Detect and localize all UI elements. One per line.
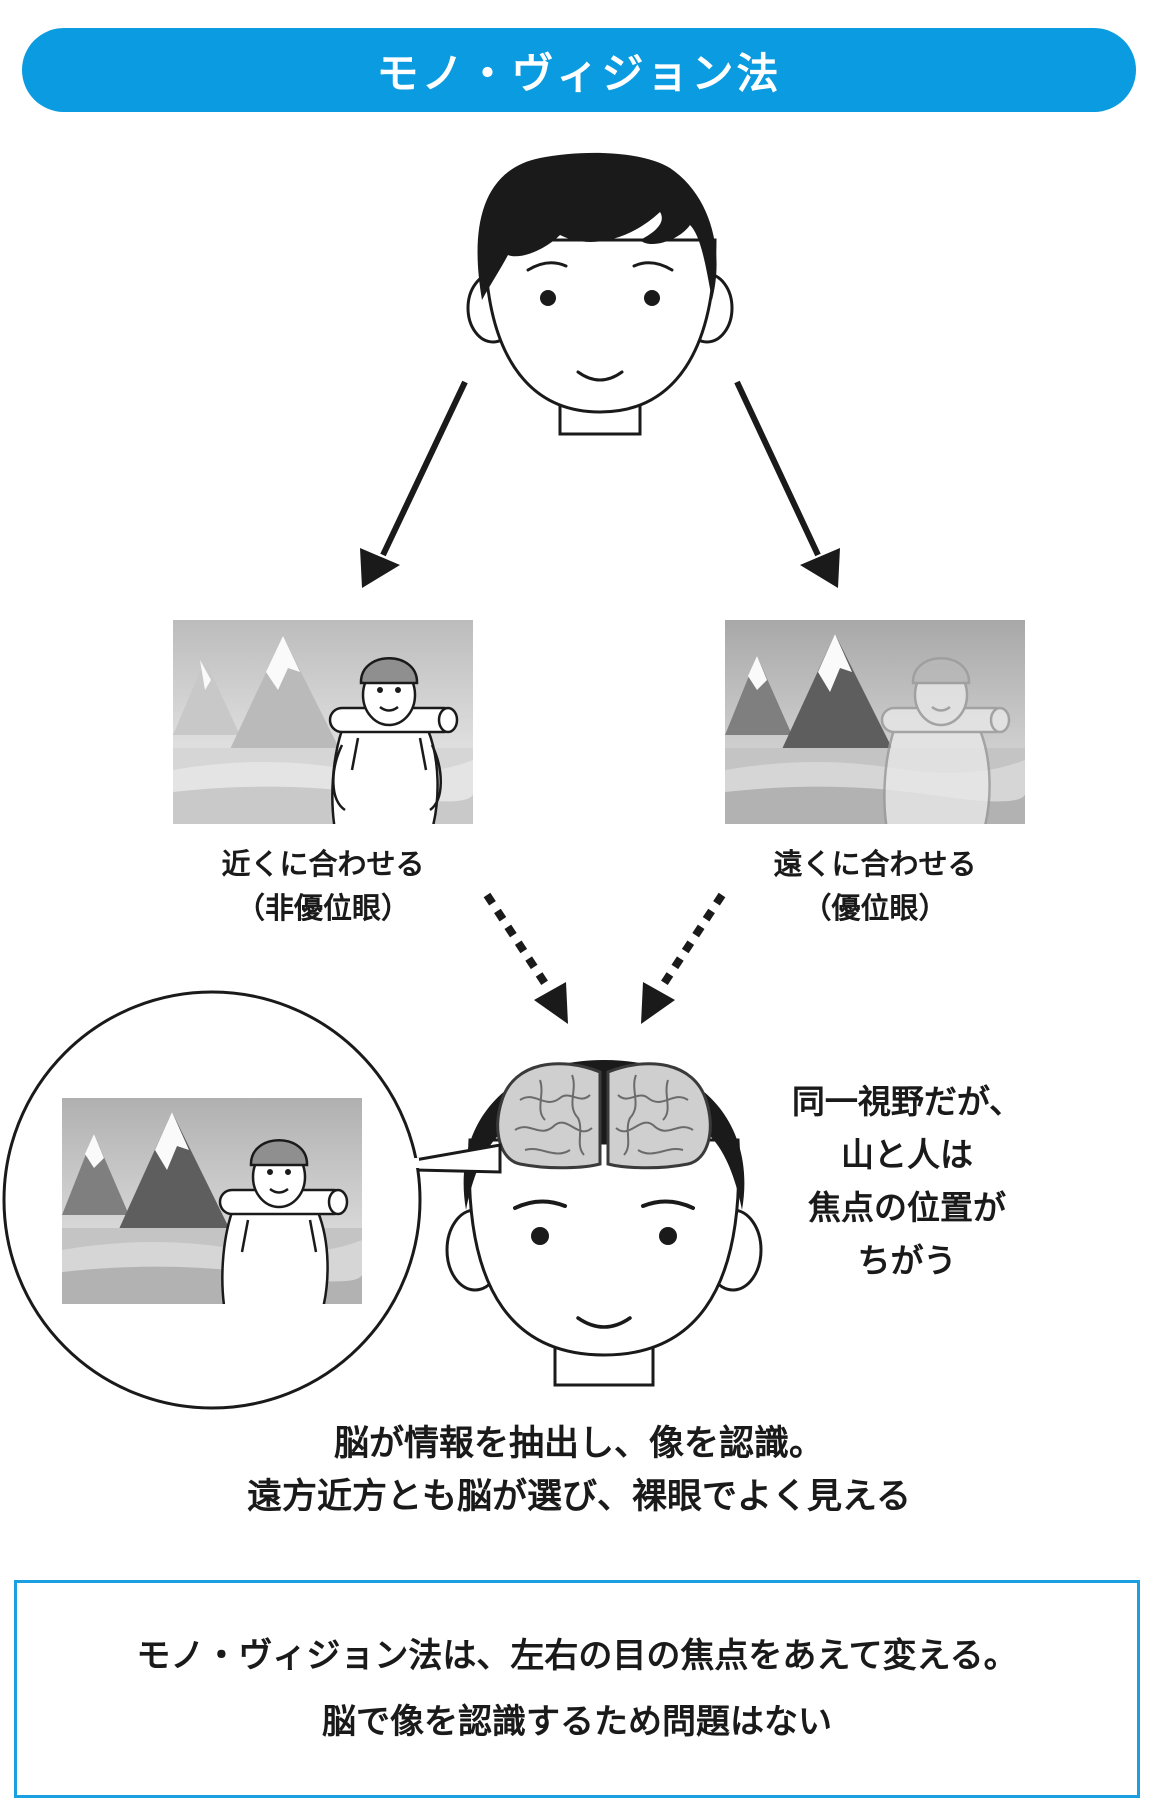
combined-mountain-left: [62, 1134, 129, 1215]
near-hiker-sharp: [328, 657, 459, 824]
top-person-hair: [477, 152, 717, 300]
top-person-illustration: [466, 152, 734, 436]
top-person-face: [483, 238, 717, 414]
brain-icon: [496, 1062, 712, 1170]
far-mountain-left: [725, 656, 792, 735]
near-focus-label-line2: （非優位眼）: [235, 891, 410, 925]
brain-summary: 脳が情報を抽出し、像を認識。 遠方近方とも脳が選び、裸眼でよく見える: [0, 1418, 1158, 1524]
top-person-mouth: [576, 370, 624, 382]
bottom-person-right-brow: [641, 1199, 695, 1210]
near-focus-label-line1: 近くに合わせる: [221, 847, 425, 881]
title-banner: モノ・ヴィジョン法: [22, 28, 1136, 112]
bottom-person-face: [467, 1138, 741, 1357]
summary-line-1: 脳が情報を抽出し、像を認識。: [333, 1424, 824, 1464]
top-person-right-brow: [632, 261, 674, 272]
conclusion-line-1: モノ・ヴィジョン法は、左右の目の焦点をあえて変える。: [136, 1636, 1018, 1676]
near-focus-scene: [173, 620, 473, 824]
solid-arrow-left: [360, 380, 468, 588]
conclusion-line-2: 脳で像を認識するため問題はない: [322, 1702, 832, 1742]
bubble-pointer: [414, 1143, 502, 1174]
note-line-2: 山と人は: [841, 1135, 973, 1174]
combined-scene: [62, 1098, 362, 1304]
title-text: モノ・ヴィジョン法: [376, 48, 782, 98]
near-hiker-beanie: [359, 657, 419, 685]
near-focus-label: 近くに合わせる （非優位眼）: [173, 842, 473, 930]
top-person-left-eye: [540, 290, 556, 306]
far-focus-label: 遠くに合わせる （優位眼）: [725, 842, 1025, 930]
note-line-3: 焦点の位置が: [808, 1188, 1006, 1227]
combined-mountain-center: [114, 1112, 235, 1240]
note-line-4: ちがう: [857, 1241, 957, 1280]
far-focus-label-line1: 遠くに合わせる: [773, 847, 977, 881]
bottom-person-mouth: [576, 1316, 632, 1329]
bottom-person-right-eye: [659, 1227, 677, 1245]
dotted-arrow-left: [483, 892, 568, 1024]
near-mountain-center: [225, 636, 345, 760]
dotted-arrow-right: [641, 892, 726, 1024]
far-mountain-center: [777, 634, 898, 760]
far-focus-scene: [725, 620, 1025, 824]
bottom-person-left-eye: [531, 1227, 549, 1245]
far-hiker-faint: [880, 657, 1011, 824]
combined-hiker: [218, 1139, 349, 1304]
far-focus-label-line2: （優位眼）: [802, 891, 948, 925]
solid-arrow-right: [734, 380, 840, 588]
conclusion-box: モノ・ヴィジョン法は、左右の目の焦点をあえて変える。 脳で像を認識するため問題は…: [14, 1580, 1140, 1798]
bottom-person-left-brow: [513, 1199, 567, 1210]
top-person-left-brow: [526, 261, 568, 272]
bottom-person-illustration: [445, 1060, 763, 1387]
summary-line-2: 遠方近方とも脳が選び、裸眼でよく見える: [247, 1477, 911, 1517]
top-person-right-eye: [644, 290, 660, 306]
near-mountain-left: [173, 660, 240, 735]
focus-difference-note: 同一視野だが、 山と人は 焦点の位置が ちがう: [742, 1075, 1072, 1287]
note-line-1: 同一視野だが、: [791, 1082, 1023, 1121]
